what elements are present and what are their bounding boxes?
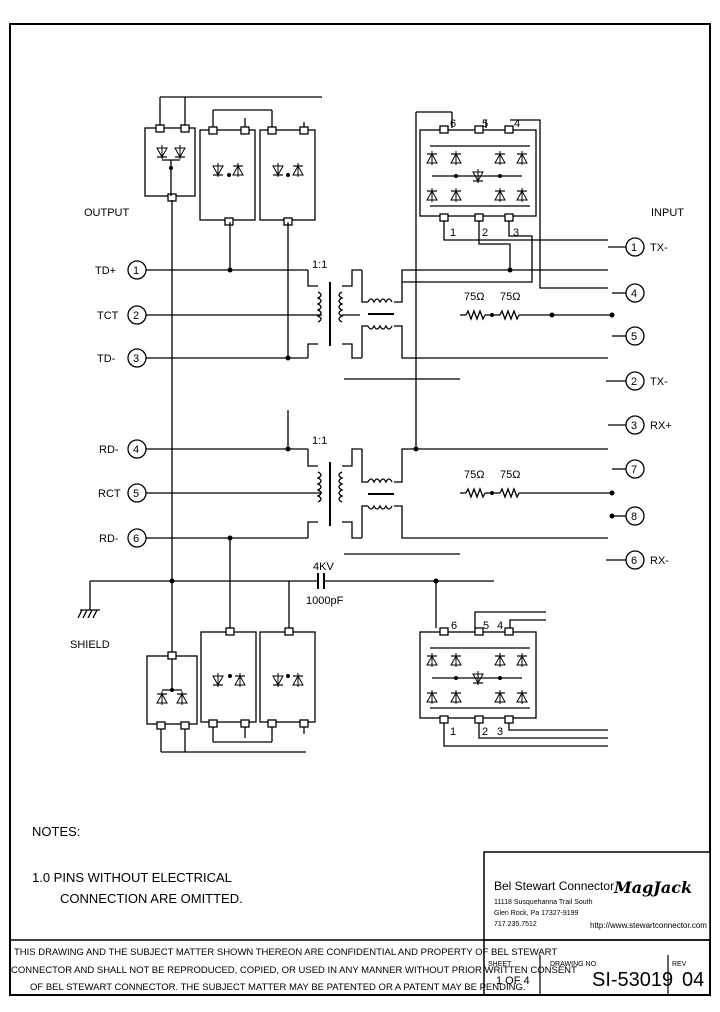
output-label: OUTPUT [84, 207, 130, 219]
transformer-ratio-top: 1:1 [312, 259, 327, 271]
bridge-bottom: 6 5 4 1 2 3 [419, 578, 608, 747]
magjack-logo: MagJack [613, 878, 692, 897]
top-protection-group [144, 96, 322, 226]
left-pin-number: 6 [133, 533, 139, 545]
left-pin-number: 5 [133, 488, 139, 500]
left-pin-name: RD- [99, 533, 119, 545]
left-pin-tct: TCT 2 [97, 305, 147, 325]
input-label: INPUT [651, 207, 684, 219]
transformer-top: 1:1 [307, 259, 608, 359]
resistor-value: 75Ω [500, 469, 520, 481]
right-pin-number: 6 [631, 555, 637, 567]
right-pin-8: 8 [612, 506, 645, 526]
company-address-2: Glen Rock, Pa 17327-9199 [494, 910, 579, 917]
right-pin-number: 8 [631, 511, 637, 523]
right-pin-3: 3 RX+ [608, 415, 672, 435]
bridge-pin-label: 4 [497, 620, 503, 632]
bridge-pin-label: 1 [450, 726, 456, 738]
termination-resistors-bottom: 75Ω 75Ω [460, 469, 615, 519]
bottom-protection-group [146, 538, 316, 753]
company-name: Bel Stewart Connector [494, 879, 614, 893]
left-pin-rd-minus-b: RD- 6 [99, 528, 147, 548]
transformer-ratio-bottom: 1:1 [312, 435, 327, 447]
tvs-box-top-left [144, 127, 196, 197]
right-pin-6: 6 RX- [606, 550, 669, 570]
left-pin-name: TCT [97, 310, 119, 322]
bridge-pin-label: 2 [482, 726, 488, 738]
bridge-top: 6 5 4 1 2 3 [402, 111, 608, 452]
right-pin-2: 2 TX- [606, 371, 668, 391]
resistor-value: 75Ω [464, 469, 484, 481]
bridge-pin-label: 6 [450, 118, 456, 130]
bridge-pin-label: 5 [482, 118, 488, 130]
left-pin-td-minus: TD- 3 [97, 348, 147, 368]
termination-resistors-top: 75Ω 75Ω [460, 291, 615, 321]
drawing-number-label: DRAWING NO. [550, 961, 598, 968]
right-pin-number: 7 [631, 464, 637, 476]
sheet-value: 1 OF 4 [496, 975, 530, 987]
notes-heading: NOTES: [32, 824, 80, 839]
rev-label: REV [672, 961, 687, 968]
confidentiality-block: THIS DRAWING AND THE SUBJECT MATTER SHOW… [10, 939, 710, 995]
right-pin-4: 4 [612, 283, 645, 303]
right-pin-number: 3 [631, 420, 637, 432]
sheet-label: SHEET [488, 961, 512, 968]
bridge-pin-label: 6 [451, 620, 457, 632]
bridge-pin-label: 4 [514, 118, 520, 130]
right-pin-1: 1 TX- [608, 237, 668, 257]
right-pin-number: 4 [631, 288, 637, 300]
left-pin-name: TD- [97, 353, 116, 365]
transformer-bottom: 1:1 [307, 435, 608, 539]
left-pin-number: 3 [133, 353, 139, 365]
drawing-info-cells: SHEET 1 OF 4 DRAWING NO. SI-53019 REV 04 [488, 955, 704, 995]
notes-line-2: CONNECTION ARE OMITTED. [60, 891, 243, 906]
right-pin-number: 2 [631, 376, 637, 388]
confidential-line-3: OF BEL STEWART CONNECTOR. THE SUBJECT MA… [30, 982, 526, 993]
bridge-pin-label: 5 [483, 620, 489, 632]
right-pin-number: 1 [631, 242, 637, 254]
left-pin-rct: RCT 5 [98, 483, 147, 503]
resistor-value: 75Ω [500, 291, 520, 303]
left-pin-number: 2 [133, 310, 139, 322]
left-pin-td-plus: TD+ 1 [95, 260, 147, 280]
left-pin-name: RD- [99, 444, 119, 456]
bridge-pin-label: 3 [497, 726, 503, 738]
right-pin-number: 5 [631, 331, 637, 343]
left-pin-rd-minus-a: RD- 4 [99, 439, 147, 459]
shield-label: SHIELD [70, 639, 110, 651]
left-pin-name: RCT [98, 488, 121, 500]
notes-line-1: 1.0 PINS WITHOUT ELECTRICAL [32, 870, 232, 885]
sheet-border [9, 23, 711, 996]
left-pin-number: 1 [133, 265, 139, 277]
bridge-pin-label: 3 [513, 227, 519, 239]
company-address-1: 11118 Susquehanna Trail South [494, 899, 593, 906]
shield-capacitor: 4KV 1000pF SHIELD [70, 561, 494, 651]
right-pin-name: RX+ [650, 420, 672, 432]
left-pin-number: 4 [133, 444, 139, 456]
title-block: Bel Stewart Connector 11118 Susquehanna … [483, 851, 711, 941]
right-pin-name: TX- [650, 242, 668, 254]
capacitor-voltage: 4KV [313, 561, 334, 573]
confidential-line-2: CONNECTOR AND SHALL NOT BE REPRODUCED, C… [11, 965, 577, 976]
right-pin-5: 5 [612, 326, 645, 346]
right-pin-name: RX- [650, 555, 669, 567]
right-pin-7: 7 [612, 459, 645, 479]
drawing-number-value: SI-53019 [592, 969, 673, 991]
resistor-value: 75Ω [464, 291, 484, 303]
right-pin-name: TX- [650, 376, 668, 388]
company-website: http://www.stewartconnector.com [590, 921, 707, 930]
company-phone: 717.235.7512 [494, 921, 537, 928]
bridge-pin-label: 2 [482, 227, 488, 239]
left-pin-name: TD+ [95, 265, 116, 277]
confidential-line-1: THIS DRAWING AND THE SUBJECT MATTER SHOW… [14, 947, 557, 958]
bridge-pin-label: 1 [450, 227, 456, 239]
capacitor-value: 1000pF [306, 595, 344, 607]
rev-value: 04 [682, 969, 704, 991]
